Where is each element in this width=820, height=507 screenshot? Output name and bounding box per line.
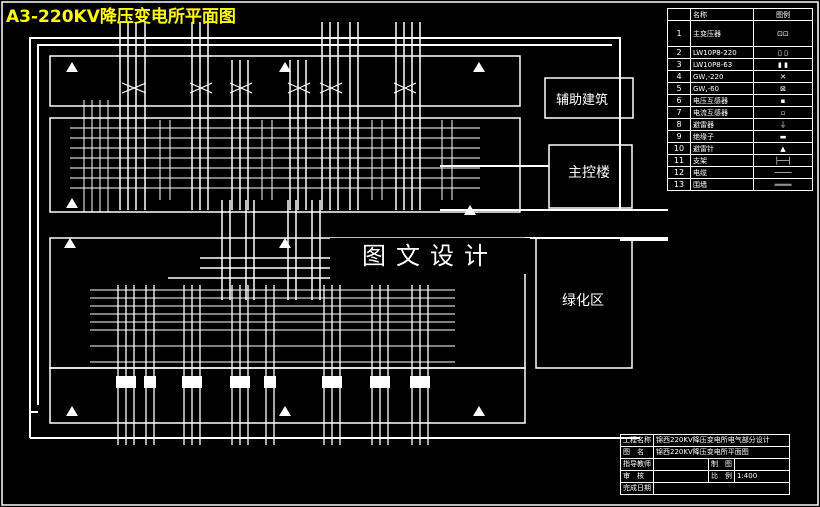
advisor-label: 指导教师: [620, 458, 654, 471]
legend-header-symbol: 图例: [753, 8, 813, 21]
scale-label: 比 例: [708, 470, 735, 483]
breaker-small-symbol-icon: ▮ ▮: [753, 58, 813, 71]
legend-row: 12 电缆 ────: [667, 166, 813, 179]
drawing-name-label: 图 名: [620, 446, 654, 459]
drawing-name-value: 锦西220KV降压变电所平面图: [653, 446, 790, 459]
bus-bars-220kv: [70, 127, 480, 189]
breaker-symbols: [121, 82, 417, 94]
legend-row: 8 避雷器 ⏚: [667, 118, 813, 131]
legend-header: 名称 图例: [667, 8, 813, 21]
title-block: 工程名称 锦西220KV降压变电所电气部分设计 图 名 锦西220KV降压变电所…: [620, 434, 790, 495]
project-value: 锦西220KV降压变电所电气部分设计: [653, 434, 790, 447]
arrester-symbol-icon: ⏚: [753, 118, 813, 131]
cable-symbol-icon: ────: [753, 166, 813, 179]
legend-row: 9 绝缘子 ▬: [667, 130, 813, 143]
legend-row: 2 LW10P8-220 ▯ ▯: [667, 46, 813, 59]
legend-row: 4 GW,-220 ✕: [667, 70, 813, 83]
bus-bars-66kv: [90, 289, 455, 363]
date-label: 完成日期: [620, 482, 654, 495]
aux-building-label: 辅助建筑: [556, 93, 609, 108]
disconnector-symbol-icon: ✕: [753, 70, 813, 83]
green-zone-label: 绿化区: [562, 293, 604, 309]
lightning-rods: [64, 62, 485, 416]
wall-symbol-icon: ════: [753, 178, 813, 191]
legend-row: 3 LW10P8-63 ▮ ▮: [667, 58, 813, 71]
disconnector-box-symbol-icon: ⊠: [753, 82, 813, 95]
lightning-rod-symbol-icon: ▲: [753, 142, 813, 155]
legend-table: 名称 图例 1 主变压器 ⊡⊡ 2 LW10P8-220 ▯ ▯ 3 LW10P…: [667, 8, 813, 191]
bus-bar-risers: [83, 100, 453, 212]
main-control-label: 主控楼: [568, 165, 610, 181]
breaker-symbol-icon: ▯ ▯: [753, 46, 813, 59]
legend-row: 11 支架 ├──┤: [667, 154, 813, 167]
transformer-symbol-icon: ⊡⊡: [753, 20, 813, 47]
feeders-66kv: [117, 285, 429, 445]
transformer-links: [168, 200, 330, 300]
legend-header-name: 名称: [690, 8, 754, 21]
legend-row: 10 避雷针 ▲: [667, 142, 813, 155]
support-symbol-icon: ├──┤: [753, 154, 813, 167]
legend-row: 5 GW,-60 ⊠: [667, 82, 813, 95]
drafted-label: 制 图: [708, 458, 735, 471]
scale-value: 1:400: [734, 470, 790, 483]
insulator-symbol-icon: ▬: [753, 130, 813, 143]
voltage-transformer-symbol-icon: ▪: [753, 94, 813, 107]
legend-row: 1 主变压器 ⊡⊡: [667, 20, 813, 47]
reviewer-label: 审 核: [620, 470, 654, 483]
legend-row: 13 围墙 ════: [667, 178, 813, 191]
bus-connection-to-control: [440, 165, 620, 211]
current-transformer-symbol-icon: ▫: [753, 106, 813, 119]
legend-row: 6 电压互感器 ▪: [667, 94, 813, 107]
watermark: 图文设计: [330, 238, 530, 274]
feeder-equipment: [116, 376, 430, 388]
legend-row: 7 电流互感器 ▫: [667, 106, 813, 119]
project-label: 工程名称: [620, 434, 654, 447]
drawing-title: A3-220KV降压变电所平面图: [6, 7, 236, 27]
incoming-lines-220kv: [119, 22, 421, 210]
